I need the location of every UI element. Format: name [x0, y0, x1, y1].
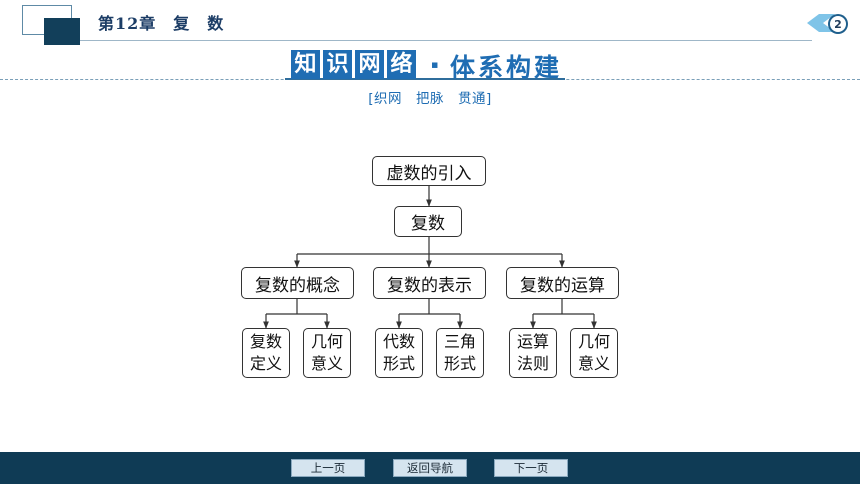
node-line: 形式: [443, 354, 476, 373]
node-concept-definition: 复数定义: [242, 328, 290, 378]
title-box-char-4: 络: [387, 50, 416, 79]
node-line: 三角: [443, 332, 476, 351]
title-underline-bar: [285, 78, 565, 80]
node-line: 运算: [516, 332, 549, 351]
node-line: 复数: [249, 332, 282, 351]
node-line: 定义: [249, 354, 282, 373]
section-title: 体系构建: [450, 53, 563, 82]
node-line: 形式: [382, 354, 415, 373]
title-box-char-3: 网: [355, 50, 384, 79]
node-operation-geometric: 几何意义: [570, 328, 618, 378]
node-line: 几何: [577, 332, 610, 351]
page-number-badge: 2: [807, 14, 848, 34]
node-operation: 复数的运算: [506, 267, 619, 299]
node-root: 虚数的引入: [372, 156, 486, 186]
node-line: 意义: [310, 354, 343, 373]
node-operation-rules: 运算法则: [509, 328, 557, 378]
page-number: 2: [834, 18, 842, 31]
node-representation-trigonometric: 三角形式: [436, 328, 484, 378]
header-block-decoration: [44, 18, 80, 45]
node-concept-geometric: 几何意义: [303, 328, 351, 378]
next-page-button[interactable]: 下一页: [494, 459, 568, 477]
node-representation-algebraic: 代数形式: [375, 328, 423, 378]
badge-swoosh-icon: [807, 14, 835, 32]
node-center: 复数: [394, 206, 462, 237]
node-line: 意义: [577, 354, 610, 373]
chapter-title: 第12章 复 数: [98, 14, 225, 33]
section-subtitle: [织网 把脉 贯通]: [368, 91, 492, 107]
title-box-char-2: 识: [323, 50, 352, 79]
return-nav-button[interactable]: 返回导航: [393, 459, 467, 477]
node-representation: 复数的表示: [373, 267, 486, 299]
prev-page-button[interactable]: 上一页: [291, 459, 365, 477]
title-box-char-1: 知: [291, 50, 320, 79]
node-concept: 复数的概念: [241, 267, 354, 299]
node-line: 法则: [516, 354, 549, 373]
header-rule: [80, 40, 812, 41]
node-line: 几何: [310, 332, 343, 351]
title-bullet-icon: ▪: [431, 58, 439, 71]
node-line: 代数: [382, 332, 415, 351]
